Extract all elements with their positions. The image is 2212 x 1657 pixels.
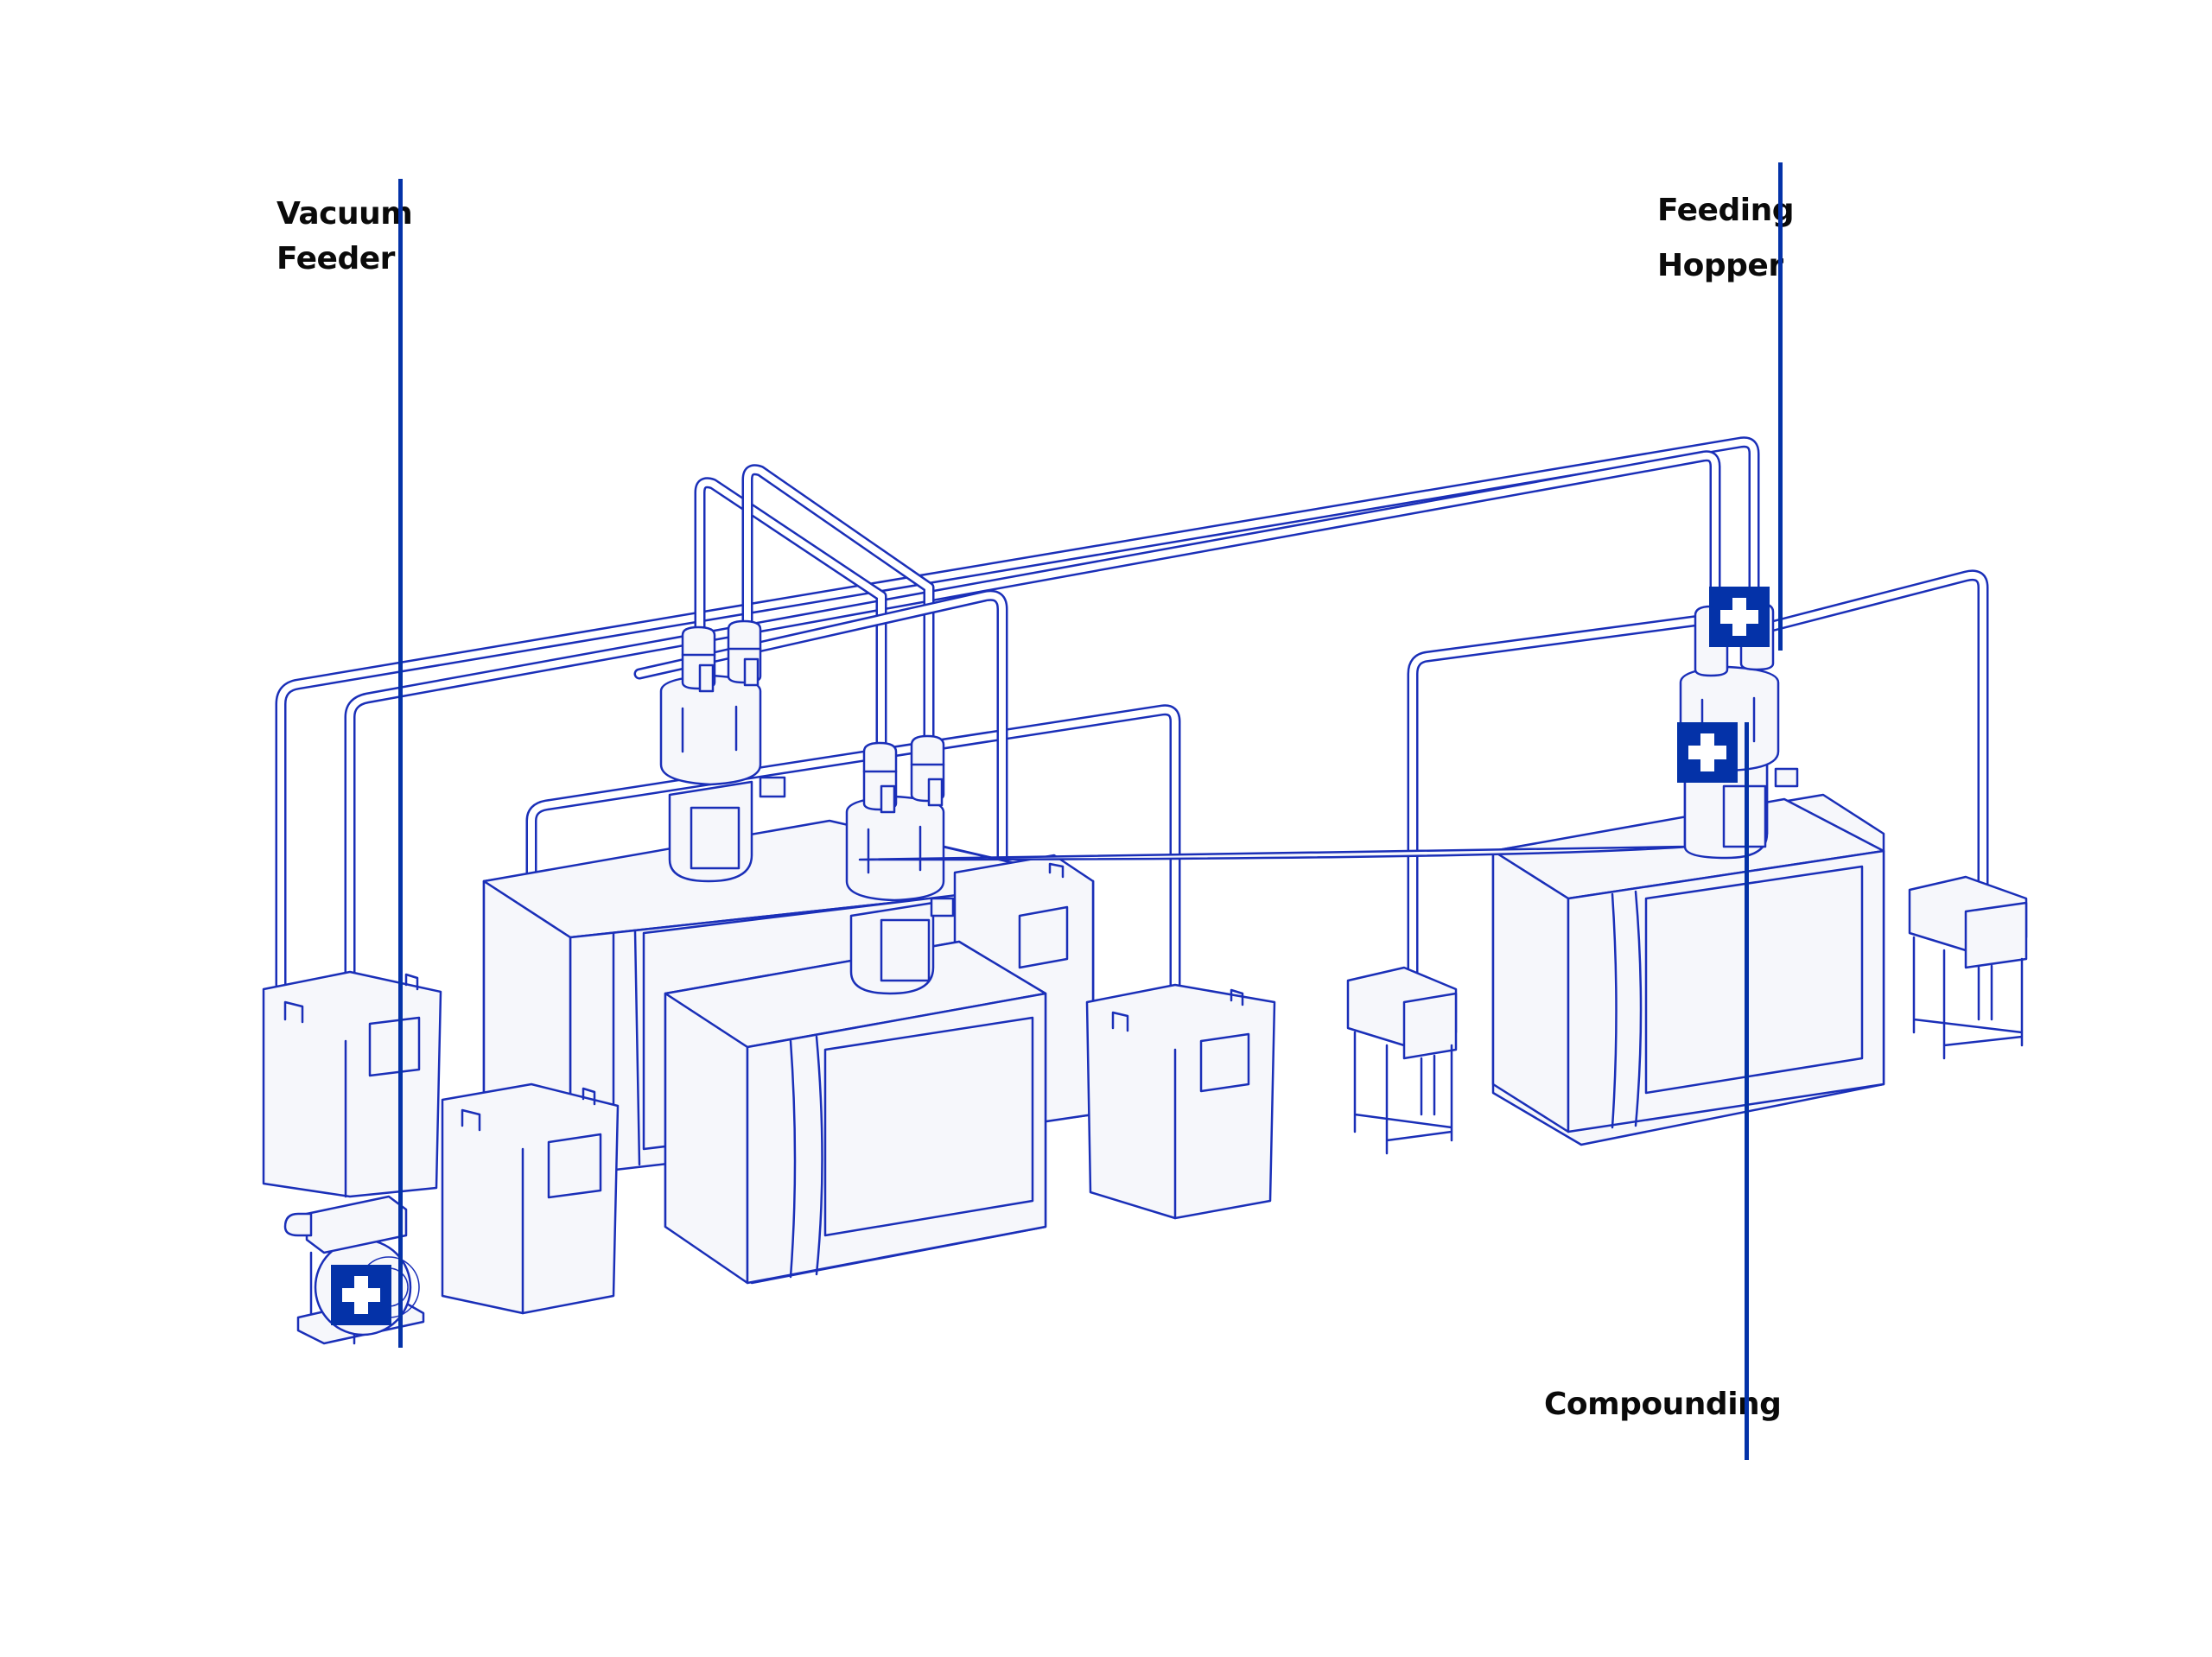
hotspot-compounding-button[interactable] — [1677, 722, 1738, 783]
callout-line: Hopper — [1657, 248, 1783, 283]
leader-line-feeding-hopper — [1778, 162, 1783, 651]
hopper-loader-back — [659, 619, 786, 883]
material-container-left-front — [441, 1082, 620, 1315]
callout-compounding: Compounding — [1544, 1382, 1782, 1427]
leader-line-compounding — [1745, 722, 1749, 1460]
hopper-loader-front — [845, 734, 955, 995]
callout-feeding-hopper: Feeding Hopper — [1657, 183, 1794, 294]
dryer-stand-right — [1908, 875, 2028, 1060]
callout-vacuum-feeder: Vacuum Feeder — [276, 192, 413, 282]
leader-line-vacuum-feeder — [398, 179, 403, 1348]
material-container-right — [1085, 983, 1276, 1220]
material-container-left-back — [262, 970, 442, 1198]
dryer-stand-left — [1346, 966, 1458, 1155]
injection-machine-front — [664, 940, 1047, 1285]
callout-line: Vacuum — [276, 196, 413, 232]
callout-line: Compounding — [1544, 1387, 1782, 1422]
callout-line: Feeder — [276, 241, 395, 276]
conveying-pipes — [275, 436, 1989, 1103]
hotspot-feeding-hopper-button[interactable] — [1709, 587, 1770, 647]
hotspot-vacuum-feeder-button[interactable] — [331, 1265, 391, 1325]
callout-line: Feeding — [1657, 193, 1794, 228]
